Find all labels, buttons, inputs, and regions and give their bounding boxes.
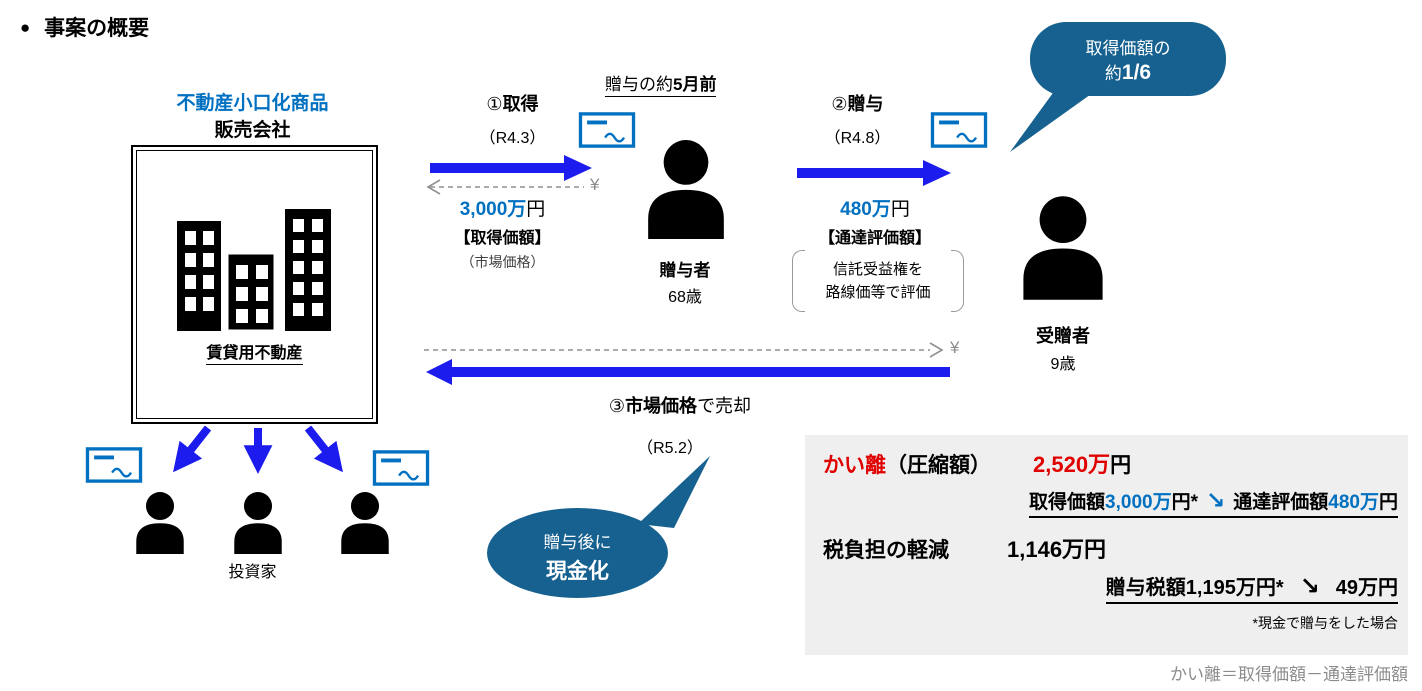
distribution-arrows-icon: [173, 426, 343, 475]
step2-amount: 480万: [840, 199, 891, 220]
yen-symbol: ¥: [590, 175, 600, 194]
compare2-right: 49万円: [1335, 577, 1398, 599]
step1-amount-unit: 円: [526, 199, 546, 220]
kairi-row: かい離（圧縮額） 2,520万円: [823, 447, 1131, 479]
person-icon: [234, 492, 282, 554]
cash-bubble: 贈与後に 現金化: [487, 508, 668, 598]
tax-amount: 1,146万円: [1007, 537, 1107, 562]
compare2-row: 贈与税額1,195万円* ↘ 49万円: [805, 571, 1398, 604]
payment-dashed-arrow-icon: [424, 342, 944, 358]
donor-timing-prefix: 贈与の約: [605, 75, 673, 94]
ratio-bubble-line1: 取得価額の: [1085, 39, 1171, 58]
bracket-left-icon: [792, 250, 805, 312]
donor-age: 68歳: [668, 289, 702, 306]
company-name-line2: 販売会社: [214, 120, 291, 141]
compare1-left-amount: 3,000万: [1105, 492, 1172, 513]
step2-amount-block: 480万円 【通達評価額】: [795, 194, 955, 248]
bracket-right-icon: [951, 250, 964, 312]
compare1-left-suffix: 円*: [1171, 492, 1198, 513]
step2-date: （R4.8）: [824, 130, 891, 147]
kairi-amount: 2,520万: [1033, 452, 1111, 477]
sale-arrow-icon: [426, 359, 950, 385]
decrease-arrow-icon: ↘: [1205, 487, 1226, 513]
step2-amount-unit: 円: [890, 199, 910, 220]
step2-label: ②贈与: [800, 90, 915, 116]
step3-suffix: で売却: [697, 396, 752, 416]
compare2-left: 贈与税額1,195万円*: [1105, 577, 1284, 599]
company-name-line1: 不動産小口化商品: [176, 93, 329, 114]
building-icon: [177, 209, 331, 331]
donor-timing-strong: 5月前: [673, 75, 717, 94]
kairi-paren: （圧縮額）: [886, 454, 991, 477]
step1-num: ①: [486, 94, 503, 114]
kairi-formula: かい離＝取得価額－通達評価額: [1170, 665, 1408, 684]
step1-date: （R4.3）: [479, 130, 546, 147]
step3-strong: 市場価格: [625, 396, 698, 416]
person-icon: [341, 492, 389, 554]
tax-label: 税負担の軽減: [823, 539, 949, 562]
donor-name: 贈与者: [659, 261, 711, 280]
person-icon: [1023, 196, 1103, 300]
kairi-label: かい離: [823, 454, 886, 477]
compare1-right-label: 通達評価額: [1233, 492, 1329, 513]
person-icon: [648, 140, 724, 239]
step1-label: ①取得: [455, 90, 570, 116]
cash-bubble-tail-icon: [638, 456, 710, 528]
person-icon: [136, 492, 184, 554]
valuation-note: 信託受益権を 路線価等で評価: [792, 250, 964, 312]
page-title: 事案の概要: [44, 17, 150, 40]
valuation-note-line1: 信託受益権を: [832, 261, 923, 278]
cash-bubble-line2: 現金化: [546, 560, 609, 583]
step1-amount: 3,000万: [459, 199, 527, 220]
certificate-icon: [578, 112, 636, 148]
step2-label-text: 贈与: [847, 94, 884, 114]
decrease-arrow-icon: ↘: [1299, 573, 1320, 600]
step3-label: ③市場価格で売却: [555, 392, 805, 418]
investors-label: 投資家: [228, 564, 277, 581]
kairi-unit: 円: [1110, 454, 1132, 477]
step1-caption: 【取得価額】: [454, 230, 551, 247]
acquisition-arrow-icon: [430, 155, 592, 181]
step1-amount-block: 3,000万円 【取得価額】 （市場価格）: [415, 194, 590, 272]
step2-caption: 【通達評価額】: [818, 230, 931, 247]
step2-num: ②: [831, 94, 848, 114]
step3-date: （R5.2）: [637, 440, 703, 457]
valuation-note-line2: 路線価等で評価: [825, 284, 931, 301]
rental-property-label-wrap: 賃貸用不動産: [133, 339, 376, 365]
step1-note: （市場価格）: [460, 254, 545, 270]
donor-timing-wrap: 贈与の約5月前: [605, 70, 717, 97]
compare1-row: 取得価額3,000万円* ↘ 通達評価額480万円: [805, 487, 1398, 518]
ratio-bubble-line2-prefix: 約: [1104, 64, 1122, 83]
certificate-icon: [85, 447, 143, 483]
summary-footnote: *現金で贈与をした場合: [1252, 615, 1398, 631]
certificate-icon: [372, 450, 430, 486]
company-box-inner-border: [136, 150, 373, 419]
company-heading: 不動産小口化商品 販売会社: [130, 88, 375, 142]
tax-row: 税負担の軽減 1,146万円: [823, 532, 1106, 564]
compare1-right-amount: 480万: [1328, 492, 1379, 513]
rental-property-label: 賃貸用不動産: [206, 339, 303, 365]
gift-arrow-icon: [797, 160, 951, 186]
yen-symbol: ¥: [950, 338, 960, 357]
summary-panel: かい離（圧縮額）2,520万円 取得価額3,000万円*↘通達評価額480万円 …: [805, 435, 1408, 655]
compare1-right-suffix: 円: [1378, 492, 1398, 513]
recipient-name: 受贈者: [1036, 326, 1090, 346]
ratio-bubble-line2-strong: 1/6: [1121, 61, 1152, 84]
company-box: 賃貸用不動産: [131, 145, 378, 424]
ratio-bubble: 取得価額の 約1/6: [1030, 22, 1226, 96]
page-header: ● 事案の概要: [20, 12, 149, 42]
ratio-bubble-tail-icon: [1010, 86, 1094, 152]
step1-label-text: 取得: [502, 94, 539, 114]
bullet-icon: ●: [20, 18, 31, 37]
certificate-icon: [930, 112, 988, 148]
step3-num: ③: [608, 396, 626, 416]
cash-bubble-line1: 贈与後に: [543, 533, 612, 552]
payment-dashed-arrow-icon: [426, 179, 584, 195]
recipient-age: 9歳: [1050, 356, 1076, 373]
compare1-left-label: 取得価額: [1029, 492, 1106, 513]
